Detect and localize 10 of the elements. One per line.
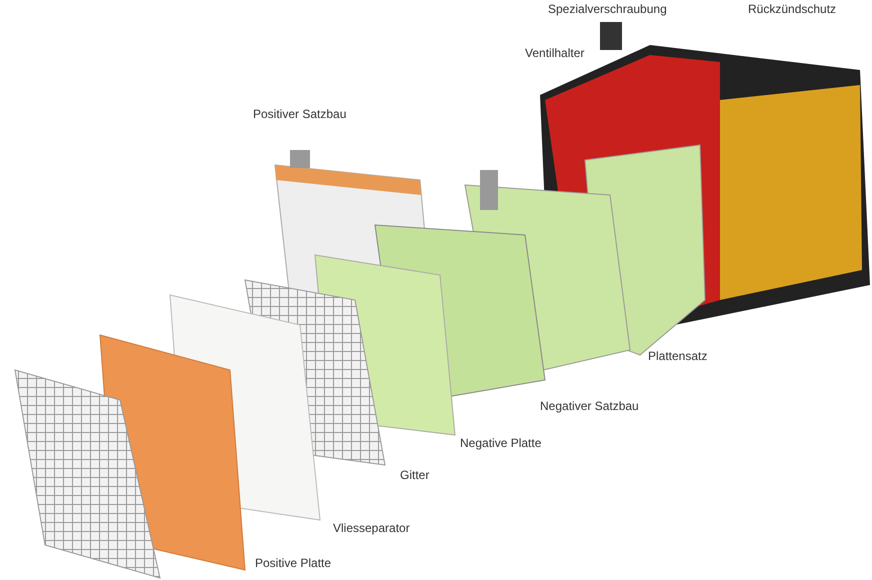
part-label: Positiver Satzbau bbox=[253, 107, 346, 121]
part-label: Positive Platte bbox=[255, 556, 332, 570]
part-label: Rückzündschutz bbox=[748, 2, 836, 16]
part-label: Plattensatz bbox=[648, 349, 708, 363]
part-label: Negativer Satzbau bbox=[540, 399, 639, 413]
part-label: Gitter bbox=[400, 468, 430, 482]
part-label: Negative Platte bbox=[460, 436, 542, 450]
part-label: Ventilhalter bbox=[525, 46, 584, 60]
part-label: Vliesseparator bbox=[333, 521, 410, 535]
part-label: Spezialverschraubung bbox=[548, 2, 667, 16]
